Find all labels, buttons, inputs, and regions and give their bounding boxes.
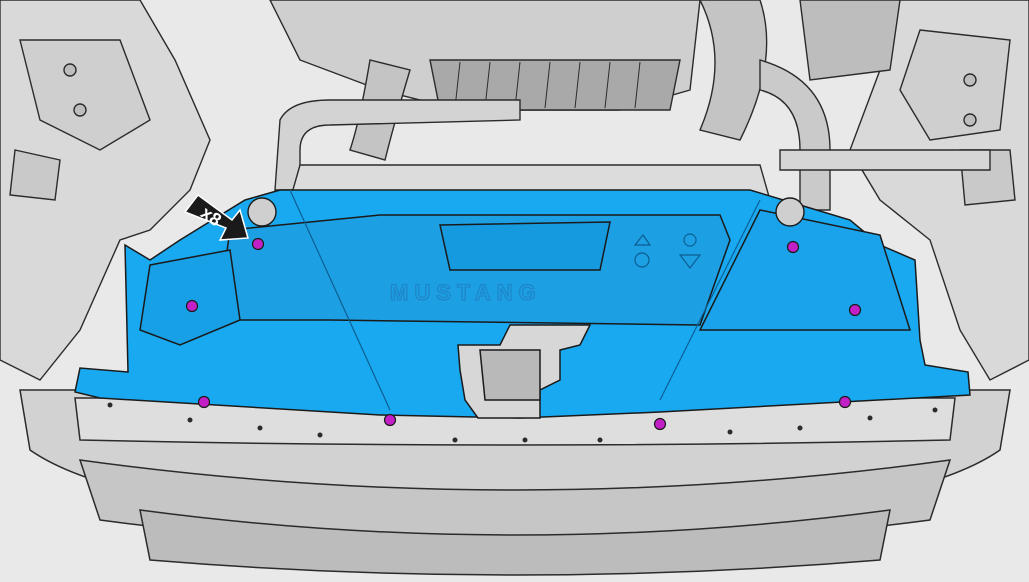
battery-tray: [799, 0, 901, 81]
cover-emboss-text: MUSTANG: [390, 280, 542, 305]
arrow-icon: [183, 193, 249, 241]
left-bolt-2: [73, 103, 87, 117]
intake-ribs: [429, 59, 681, 111]
upper-radiator-hose: [759, 59, 831, 211]
bumper-grille-lip: [139, 509, 891, 576]
caution-icon: [633, 233, 652, 246]
hood-latch: [479, 349, 541, 401]
seam-right: [659, 199, 761, 401]
fastener-5[interactable]: [653, 417, 667, 431]
radiator-support-cover[interactable]: [74, 189, 971, 419]
fastener-2[interactable]: [185, 299, 199, 313]
hose-right: [699, 0, 768, 141]
left-tab: [9, 149, 61, 201]
fastener-group: [185, 237, 862, 431]
fastener-8[interactable]: [786, 240, 800, 254]
bumper-pins: [107, 402, 938, 443]
left-bolt-1: [63, 63, 77, 77]
coolant-pipe: [274, 99, 521, 191]
engine-bay-line-art: [0, 0, 1029, 381]
front-bumper: [19, 389, 1011, 576]
fastener-3[interactable]: [197, 395, 211, 409]
mount-grommets: [247, 197, 805, 227]
fastener-1[interactable]: [251, 237, 265, 251]
right-bolt-1: [963, 73, 977, 87]
fastener-7[interactable]: [848, 303, 862, 317]
right-bracket: [899, 29, 1011, 141]
fastener-4[interactable]: [383, 413, 397, 427]
warning-symbols: [633, 233, 702, 269]
left-bracket: [19, 39, 151, 151]
hand-warning-icon: [634, 252, 650, 268]
fan-warning-icon: [678, 254, 702, 269]
cover-left-wing: [139, 249, 241, 346]
burn-warning-icon: [683, 233, 697, 247]
cover-recess: [439, 221, 611, 271]
seam-left: [289, 189, 391, 411]
fastener-6[interactable]: [838, 395, 852, 409]
crossbar-tube: [779, 149, 991, 171]
right-bolt-2: [963, 113, 977, 127]
cover-right-wing: [698, 209, 912, 331]
